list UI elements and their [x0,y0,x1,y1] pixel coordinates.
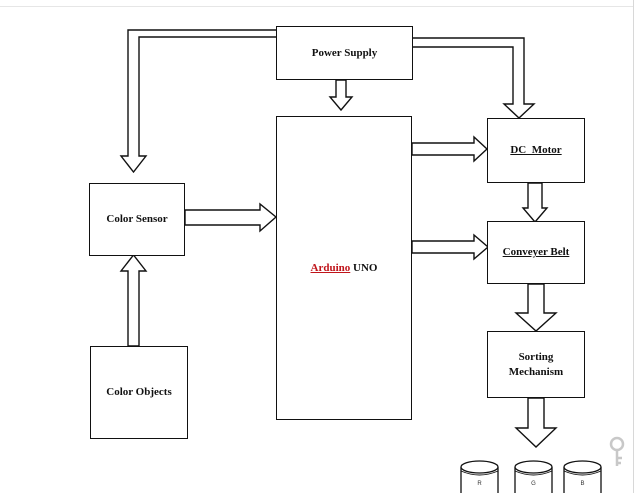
arrow-arduino-to-conveyor [411,233,490,261]
sorting-line-2: Mechanism [508,365,564,378]
bin-g-label: G [531,481,536,487]
bin-r-label: R [477,481,482,487]
color-objects-block: Color Objects [90,346,188,439]
bin-g [514,460,553,493]
arrow-power-to-motor [413,37,536,119]
arduino-rest: UNO [350,261,378,274]
bin-r [460,460,499,493]
bin-b [563,460,602,493]
bin-b-label: B [580,481,584,487]
arrow-power-to-sensor [119,29,276,174]
arrow-arduino-to-motor [411,135,489,163]
sorting-line-1: Sorting [518,350,554,363]
arrow-power-to-arduino [328,79,354,112]
power-supply-label: Power Supply [311,46,378,59]
color-objects-label: Color Objects [106,386,172,399]
arduino-word: Arduino [310,261,351,274]
dc-motor-block: DC Motor [487,118,585,183]
arrow-objects-to-sensor [119,253,148,347]
arrow-sorting-to-bins [514,397,558,448]
conveyor-belt-label: Conveyer Belt [502,246,570,259]
sorting-mechanism-block: Sorting Mechanism [487,331,585,398]
conveyor-belt-block: Conveyer Belt [487,221,585,284]
arduino-uno-block: Arduino UNO [276,116,412,420]
color-sensor-label: Color Sensor [106,213,168,226]
key-icon [609,436,625,466]
arduino-uno-label: Arduino UNO [311,261,378,276]
dc-motor-label: DC Motor [510,144,562,157]
power-supply-block: Power Supply [276,26,413,80]
arrow-sensor-to-arduino [184,202,278,233]
arrow-motor-to-conveyor [521,182,549,224]
color-sensor-block: Color Sensor [89,183,185,256]
arrow-conveyor-to-sorting [514,283,558,332]
sorting-mechanism-label: Sorting Mechanism [509,350,563,380]
top-rule [0,6,634,7]
